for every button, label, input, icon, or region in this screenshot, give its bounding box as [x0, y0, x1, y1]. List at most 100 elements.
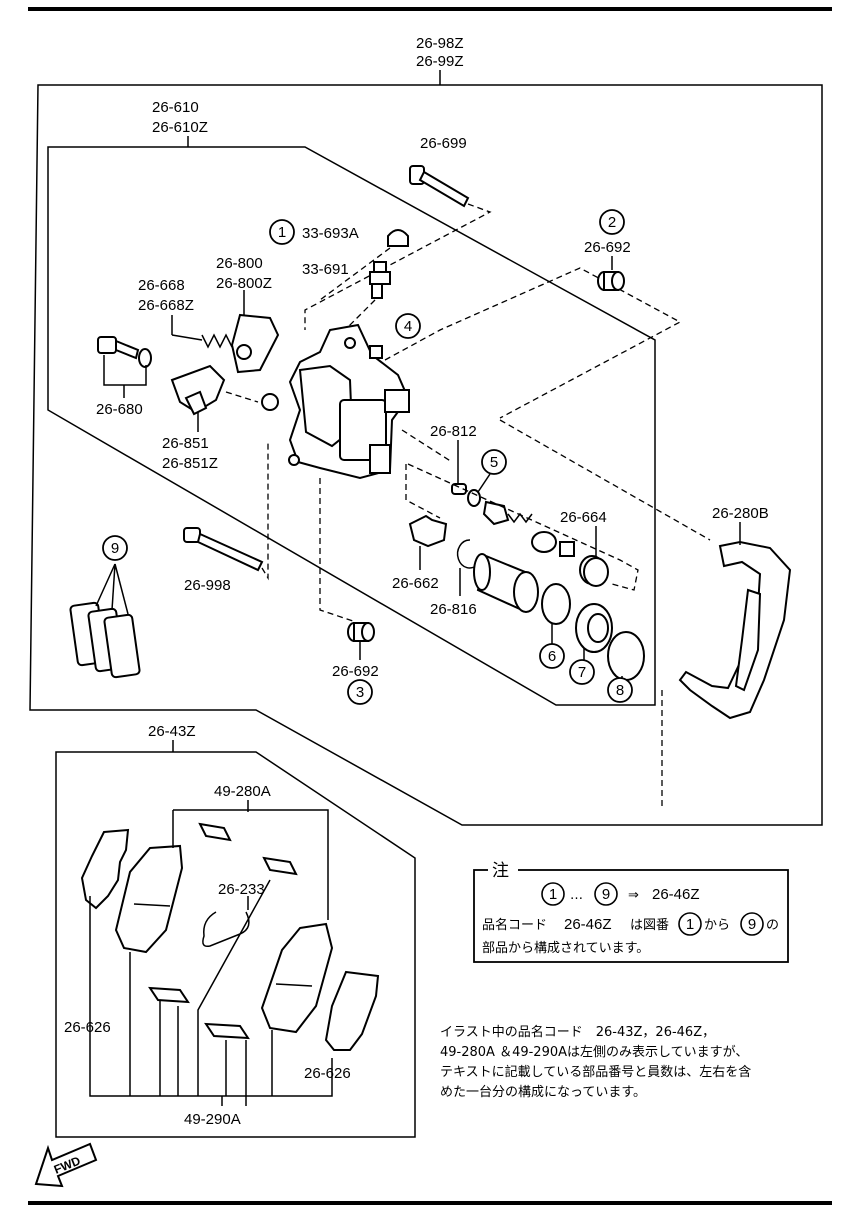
label-26-664: 26-664 — [560, 509, 607, 526]
label-26-680: 26-680 — [96, 401, 143, 418]
label-26-233: 26-233 — [218, 881, 265, 898]
svg-text:は図番: は図番 — [630, 918, 669, 933]
bolt-icon — [97, 336, 152, 368]
label-26-998: 26-998 — [184, 577, 231, 594]
label-26-99z: 26-99Z — [416, 53, 464, 70]
brake-pads-icon — [69, 601, 141, 679]
svg-text:2: 2 — [608, 214, 616, 231]
svg-text:1: 1 — [278, 224, 286, 241]
label-26-610z: 26-610Z — [152, 119, 208, 136]
bleeder-screw-icon — [369, 261, 391, 299]
guide-pin-icon — [183, 527, 264, 572]
plate-icon — [559, 541, 575, 557]
label-26-692-bottom: 26-692 — [332, 663, 379, 680]
piston-seal-icon — [541, 583, 571, 625]
parking-lever-icon — [230, 313, 280, 374]
svg-text:…: … — [570, 888, 583, 903]
svg-text:9: 9 — [602, 886, 610, 903]
label-26-812: 26-812 — [430, 423, 477, 440]
circle-number-4: 4 — [395, 313, 421, 339]
note-title: 注 — [492, 861, 509, 881]
svg-text:から: から — [704, 918, 730, 933]
note-box — [473, 869, 789, 963]
label-26-610: 26-610 — [152, 99, 199, 116]
pad-right-icon — [260, 922, 334, 1034]
o-ring-icon — [467, 489, 481, 507]
svg-text:26-46Z: 26-46Z — [652, 886, 700, 903]
label-26-668z: 26-668Z — [138, 297, 194, 314]
mounting-support-icon — [678, 540, 792, 720]
caliper-body-icon — [261, 323, 410, 480]
label-26-662: 26-662 — [392, 575, 439, 592]
label-33-693a: 33-693A — [302, 225, 359, 242]
circle-number-5: 5 — [481, 449, 507, 475]
pad-kit-outline — [55, 751, 416, 1138]
note-line-3: 部品から構成されています。 — [482, 941, 649, 956]
label-26-626-left: 26-626 — [64, 1019, 111, 1036]
circle-number-6: 6 — [539, 643, 565, 669]
cap-icon — [387, 229, 409, 247]
pad-spring-icon — [202, 911, 250, 948]
label-26-692-top: 26-692 — [584, 239, 631, 256]
shim-clip-top-icon — [198, 822, 298, 876]
note-line-1: 1 … 9 ⇒ 26-46Z — [541, 882, 700, 906]
bottom-note-line-1: イラスト中の品名コード 26-43Z，26-46Z， — [440, 1024, 715, 1040]
label-26-800: 26-800 — [216, 255, 263, 272]
circle-number-1: 1 — [269, 219, 295, 245]
svg-text:9: 9 — [111, 540, 119, 557]
fwd-label: FWD — [52, 1153, 83, 1176]
shaft-icon — [451, 483, 467, 495]
svg-text:5: 5 — [490, 454, 498, 471]
label-26-816: 26-816 — [430, 601, 477, 618]
boot-top-icon — [597, 271, 625, 291]
svg-text:3: 3 — [356, 684, 364, 701]
svg-text:7: 7 — [578, 664, 586, 681]
lever-662-icon — [408, 514, 448, 548]
ring-icon — [531, 531, 557, 553]
label-26-43z: 26-43Z — [148, 723, 196, 740]
spring-664-icon — [579, 555, 609, 587]
circle-number-3: 3 — [347, 679, 373, 705]
dust-boot-icon — [575, 603, 613, 653]
svg-text:6: 6 — [548, 648, 556, 665]
label-26-800z: 26-800Z — [216, 275, 272, 292]
label-26-668: 26-668 — [138, 277, 185, 294]
svg-text:品名コード: 品名コード — [482, 917, 547, 933]
svg-text:9: 9 — [748, 916, 756, 933]
shim-left-icon — [80, 828, 130, 910]
label-26-98z: 26-98Z — [416, 35, 464, 52]
assembly-outline — [29, 84, 823, 826]
svg-text:の: の — [766, 918, 779, 933]
ring-8-icon — [607, 631, 645, 681]
bottom-note-line-3: テキストに記載している部品番号と員数は、左右を含 — [440, 1064, 751, 1080]
clip-bottom-icon — [148, 986, 250, 1040]
circle-number-9: 9 — [102, 535, 128, 561]
boot-bottom-icon — [347, 622, 375, 642]
snap-ring-icon — [456, 539, 479, 569]
bottom-note-line-2: 49-280A ＆49-290Aは左側のみ表示していますが、 — [440, 1045, 748, 1060]
circle-number-8: 8 — [607, 677, 633, 703]
label-26-280b: 26-280B — [712, 505, 769, 522]
caliper-group-outline — [47, 146, 656, 706]
fwd-arrow-icon: FWD — [34, 1142, 98, 1188]
label-26-851z: 26-851Z — [162, 455, 218, 472]
svg-text:1: 1 — [549, 886, 557, 903]
spring-icon — [201, 333, 233, 349]
svg-text:⇒: ⇒ — [628, 888, 639, 903]
bracket-icon — [170, 364, 226, 416]
svg-text:8: 8 — [616, 682, 624, 699]
svg-text:4: 4 — [404, 318, 412, 335]
svg-text:1: 1 — [686, 916, 694, 933]
label-26-699: 26-699 — [420, 135, 467, 152]
svg-text:26-46Z: 26-46Z — [564, 916, 612, 933]
circle-number-2: 2 — [599, 209, 625, 235]
pad-left-icon — [114, 844, 184, 954]
label-49-280a: 49-280A — [214, 783, 271, 800]
piston-icon — [473, 553, 539, 613]
note-line-2: 品名コード 26-46Z は図番 1 から 9 の — [482, 912, 779, 936]
label-26-626-right: 26-626 — [304, 1065, 351, 1082]
adjuster-spindle-icon — [482, 500, 533, 526]
bottom-note-line-4: めた一台分の構成になっています。 — [440, 1085, 646, 1100]
label-26-851: 26-851 — [162, 435, 209, 452]
